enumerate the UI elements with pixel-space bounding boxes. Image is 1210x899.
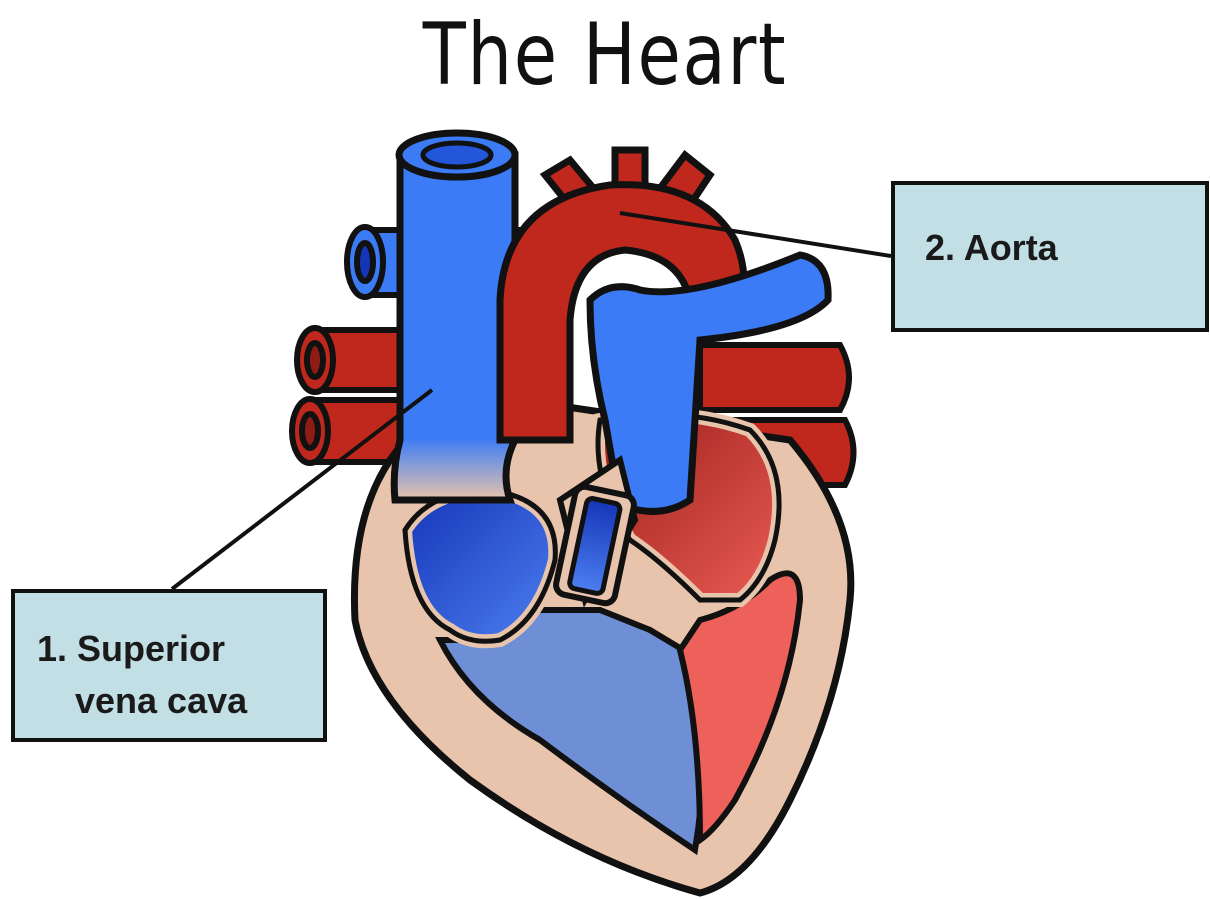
label-2-text: 2. Aorta	[925, 227, 1058, 268]
label-aorta: 2. Aorta	[891, 181, 1209, 332]
label-superior-vena-cava: 1. Superior vena cava	[11, 589, 327, 742]
label-1-line-1: 1. Superior	[37, 628, 225, 669]
label-1-line-2: vena cava	[37, 675, 323, 727]
right-atrium	[405, 490, 555, 641]
